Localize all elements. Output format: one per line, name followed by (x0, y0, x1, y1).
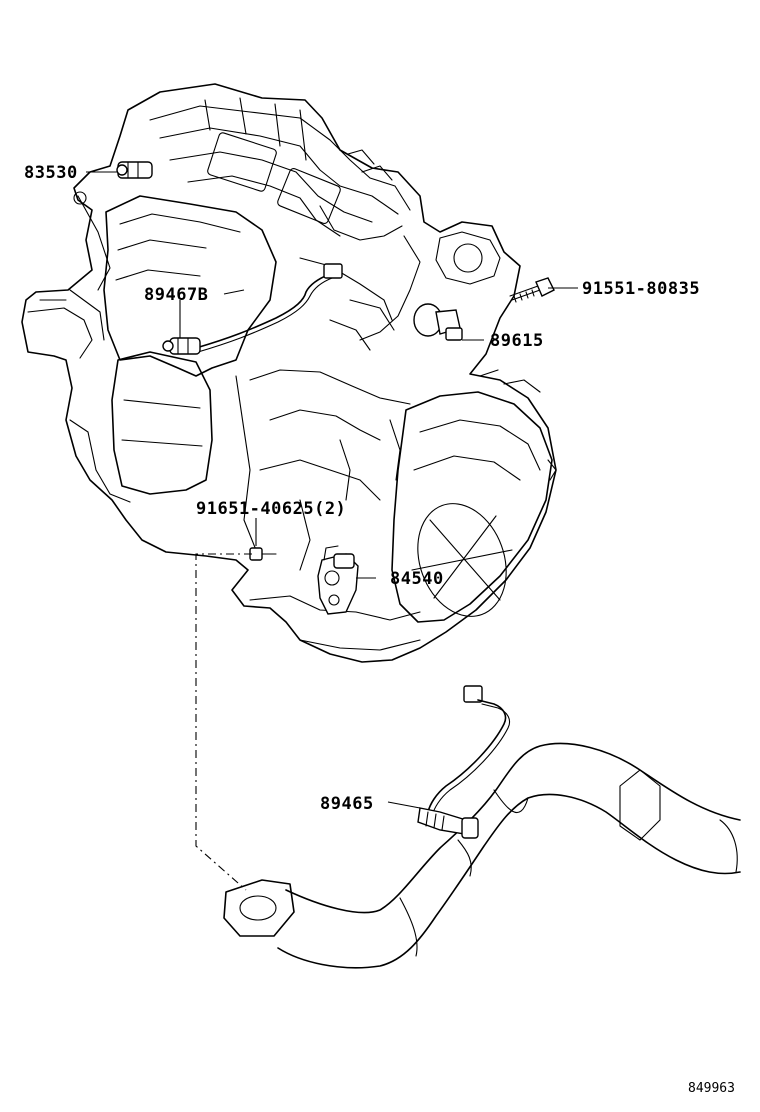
neutral-start-switch-part (317, 545, 359, 615)
callout-89465: 89465 (320, 794, 374, 814)
oil-pressure-switch-part (116, 161, 153, 179)
air-fuel-sensor-part (162, 263, 343, 355)
callout-83530: 83530 (24, 163, 78, 183)
callout-91651-40625: 91651-40625(2) (196, 499, 346, 519)
neutral-switch-bolt-part (249, 547, 277, 561)
knock-sensor-bolt-part (509, 277, 555, 303)
exhaust-pipe (223, 742, 741, 969)
callout-91551-80835: 91551-80835 (582, 279, 700, 299)
leader-lines (86, 171, 578, 809)
engine-assembly (21, 83, 557, 663)
callout-89615: 89615 (490, 331, 544, 351)
knock-sensor-part (413, 303, 463, 341)
callout-89467b: 89467B (144, 285, 208, 305)
oxygen-sensor-part (417, 685, 511, 839)
callout-84540: 84540 (390, 569, 444, 589)
figure-number: 849963 (688, 1081, 735, 1096)
alignment-line (195, 553, 252, 891)
